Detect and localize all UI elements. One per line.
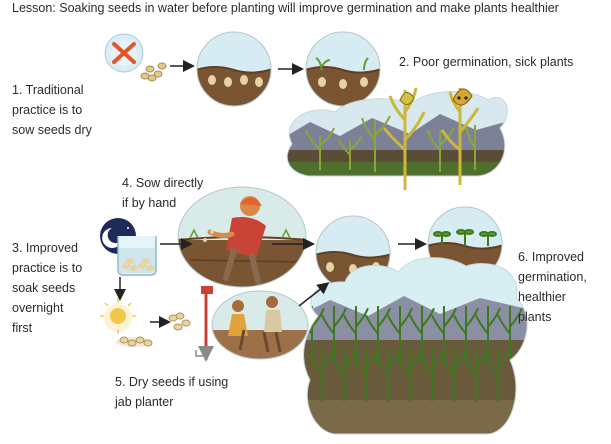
step-6-label: 6. Improved germination, healthier plant… [518, 250, 587, 324]
healthy-crop-plant [497, 306, 523, 362]
sun-drying-seeds [100, 298, 191, 347]
step-3-label: 3. Improved practice is to soak seeds ov… [12, 241, 83, 335]
healthy-crop-plant [353, 348, 379, 402]
healthy-crop-plant [387, 306, 413, 362]
healthy-crop-plant [463, 348, 489, 402]
healthy-plants-field [303, 257, 528, 435]
healthy-crop-plant [485, 348, 511, 402]
healthy-crop-plant [397, 348, 423, 402]
healthy-crop-plant [365, 306, 391, 362]
step-5-label: 5. Dry seeds if using jab planter [115, 375, 229, 409]
healthy-crop-plant [441, 348, 467, 402]
lesson-title: Lesson: Soaking seeds in water before pl… [12, 1, 559, 15]
healthy-crop-plant [409, 306, 435, 362]
healthy-crop-plant [431, 306, 457, 362]
process-arrows [114, 60, 427, 328]
healthy-crop-plant [321, 306, 347, 362]
sick-plants-field [286, 87, 508, 190]
step-4-label: 4. Sow directly if by hand [122, 176, 204, 210]
step-1-label: 1. Traditional practice is to sow seeds … [12, 83, 92, 137]
dry-seeds-forbidden-icon [104, 33, 167, 82]
healthy-crop-plant [375, 348, 401, 402]
healthy-crop-plant [475, 306, 501, 362]
healthy-crop-plant [419, 348, 445, 402]
poor-sprouting-circle [306, 32, 380, 106]
healthy-crop-plant [309, 348, 335, 402]
jab-planter-scene [195, 286, 309, 362]
healthy-crop-plant [331, 348, 357, 402]
healthy-crop-plant [453, 306, 479, 362]
step-2-label: 2. Poor germination, sick plants [399, 55, 574, 69]
overnight-soaking-jar [100, 218, 157, 276]
healthy-crop-plant [343, 306, 369, 362]
dry-seeds-in-soil-circle [197, 32, 271, 106]
